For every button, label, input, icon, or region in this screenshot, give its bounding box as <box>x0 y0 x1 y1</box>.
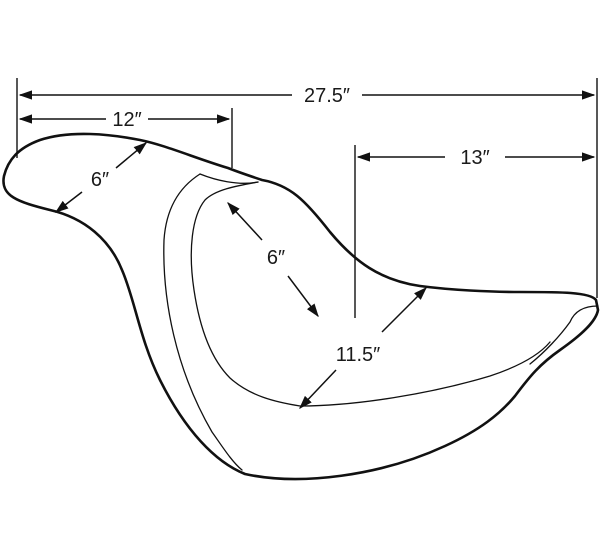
seat-outline <box>2 132 600 481</box>
dimension-rear-lower-arrow <box>299 369 337 409</box>
dimension-pocket-lower-arrow <box>287 275 319 318</box>
dimension-pocket-upper-arrow <box>227 202 263 241</box>
dimension-nose-upper-arrow <box>115 142 148 169</box>
rider-pocket-contour <box>190 181 551 407</box>
pocket-seam <box>199 173 259 184</box>
label-front-nose-width: 6″ <box>91 169 109 191</box>
label-overall-length: 27.5″ <box>304 85 350 107</box>
label-front-seat-length: 12″ <box>112 109 141 131</box>
rear-pan-edge <box>529 305 599 365</box>
label-rider-pocket-depth: 6″ <box>267 247 285 269</box>
dimension-nose-lower-arrow <box>54 191 83 213</box>
dimension-rear-upper-arrow <box>381 287 427 333</box>
label-passenger-length: 13″ <box>460 147 489 169</box>
label-rear-width: 11.5″ <box>336 344 381 366</box>
side-panel-line <box>163 173 243 471</box>
